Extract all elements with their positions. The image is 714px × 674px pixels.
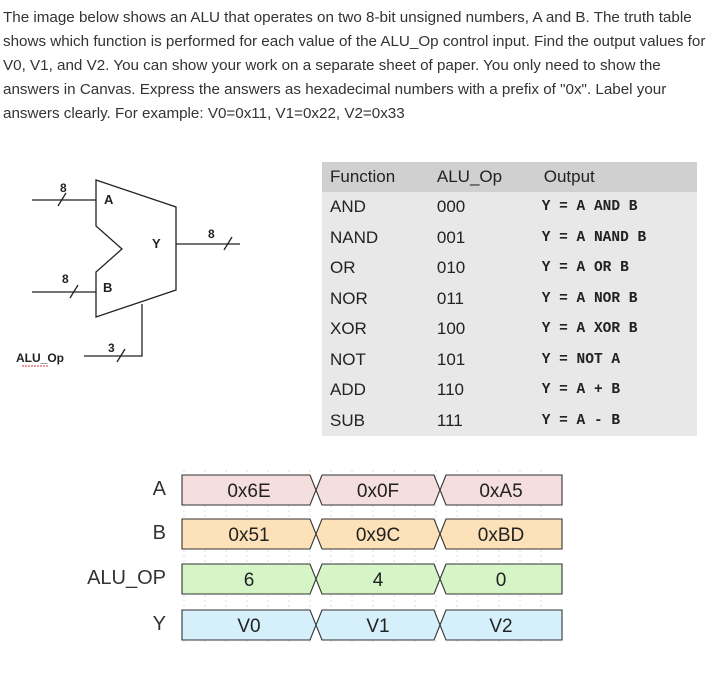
table-row: OR 010 Y = A OR B <box>322 253 697 284</box>
table-row: NOR 011 Y = A NOR B <box>322 284 697 315</box>
truth-table-header: Function ALU_Op Output <box>322 162 697 192</box>
signal-segment <box>315 474 441 506</box>
cell-op: 111 <box>436 410 463 430</box>
signal-label-y: Y <box>152 613 166 635</box>
cell-output: Y = A NAND B <box>541 229 647 246</box>
cell-op: 101 <box>436 349 466 369</box>
cell-op: 100 <box>436 319 466 339</box>
signal-segment <box>439 609 563 641</box>
cell-output: Y = A OR B <box>541 260 629 277</box>
width-y-label: 8 <box>208 227 215 241</box>
signal-segment <box>439 518 563 550</box>
signal-value: V0 <box>237 616 260 637</box>
header-alu-op: ALU_Op <box>428 162 536 192</box>
alu-op-label: ALU_Op <box>16 351 64 365</box>
width-op-label: 3 <box>108 341 115 355</box>
cell-function: NOR <box>330 288 368 308</box>
truth-table: Function ALU_Op Output AND 000 Y = A AND B… <box>322 162 697 436</box>
signal-value: 0x51 <box>228 525 269 546</box>
alu-b-label: B <box>103 280 112 295</box>
cell-function: NOT <box>330 349 366 369</box>
cell-output: Y = NOT A <box>541 351 621 368</box>
alu-symbol <box>32 179 240 363</box>
signal-segment <box>181 474 317 506</box>
signal-segment <box>181 518 317 550</box>
signal-segment <box>315 518 441 550</box>
cell-function: SUB <box>330 410 365 430</box>
cell-output: Y = A NOR B <box>541 290 638 307</box>
signal-value: 0xBD <box>478 525 524 546</box>
cell-function: XOR <box>330 319 367 339</box>
signal-segment <box>181 563 317 595</box>
signal-segment <box>315 563 441 595</box>
table-row: SUB 111 Y = A - B <box>322 406 697 437</box>
signal-value: 6 <box>244 570 255 591</box>
timing-waveform: 0x6E 0x0F 0xA5 0x51 0x9C 0xBD 6 4 0V0 V1 V2 <box>181 470 563 645</box>
instructions-text: The image below shows an ALU that operat… <box>3 9 706 122</box>
header-function: Function <box>322 162 429 192</box>
width-b-label: 8 <box>62 272 69 286</box>
signal-segment <box>439 474 563 506</box>
cell-op: 110 <box>436 380 464 400</box>
table-row: AND 000 Y = A AND B <box>322 192 697 223</box>
signal-value: 4 <box>373 570 384 591</box>
table-row: NAND 001 Y = A NAND B <box>322 223 697 254</box>
signal-segment <box>181 609 317 641</box>
signal-value: 0x6E <box>227 481 270 502</box>
alu-y-label: Y <box>152 236 161 251</box>
cell-function: OR <box>330 258 356 278</box>
alu-a-label: A <box>104 192 114 207</box>
cell-function: ADD <box>330 380 366 400</box>
table-row: ADD 110 Y = A + B <box>322 375 697 406</box>
signal-value: V2 <box>489 616 512 637</box>
cell-output: Y = A AND B <box>541 199 638 216</box>
signal-value: V1 <box>366 616 389 637</box>
header-output: Output <box>535 162 697 192</box>
signal-label-alu-op: ALU_OP <box>87 567 166 589</box>
cell-op: 010 <box>436 258 466 278</box>
signal-label-b: B <box>152 522 166 544</box>
signal-segment <box>439 563 563 595</box>
signal-value: 0x0F <box>357 481 399 502</box>
signal-value: 0xA5 <box>479 481 522 502</box>
cell-output: Y = A - B <box>541 412 621 429</box>
signal-segment <box>315 609 441 641</box>
cell-output: Y = A + B <box>541 382 621 399</box>
cell-op: 001 <box>436 227 466 247</box>
width-a-label: 8 <box>60 181 67 195</box>
signal-label-a: A <box>152 478 166 500</box>
table-row: NOT 101 Y = NOT A <box>322 345 697 376</box>
signal-value: 0 <box>496 570 507 591</box>
cell-function: NAND <box>330 227 379 247</box>
table-row: XOR 100 Y = A XOR B <box>322 314 697 345</box>
cell-output: Y = A XOR B <box>541 321 638 338</box>
cell-op: 011 <box>436 288 464 308</box>
cell-op: 000 <box>436 197 466 217</box>
cell-function: AND <box>330 197 366 217</box>
signal-value: 0x9C <box>356 525 400 546</box>
